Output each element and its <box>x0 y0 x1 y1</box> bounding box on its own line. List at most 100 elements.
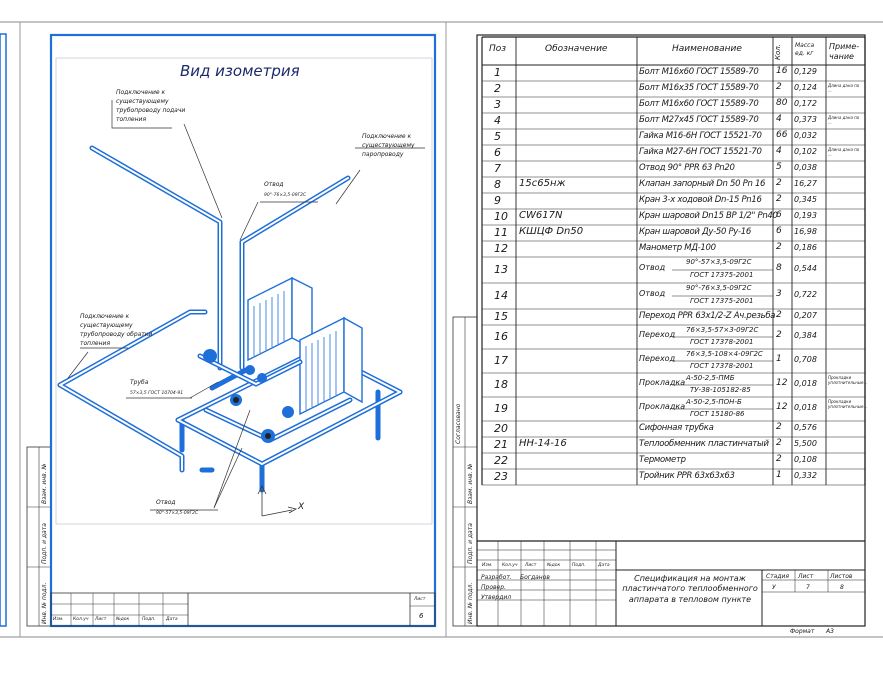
row-qty: 12 <box>776 402 788 412</box>
callout-return: Подключение к существующему трубопроводу… <box>80 313 153 347</box>
row-qty: 8 <box>776 263 782 273</box>
row-name-standard: ГОСТ 17378-2001 <box>690 338 754 346</box>
row-designation: 15с65нж <box>519 178 566 189</box>
tb-sheet-h: Лист <box>798 573 814 580</box>
row-qty: 1 <box>776 470 782 480</box>
row-mass: 0,032 <box>794 131 817 140</box>
row-designation: CW617N <box>519 210 563 221</box>
row-name: Болт М16х60 ГОСТ 15589-70 <box>639 99 759 109</box>
row-pos: 23 <box>494 470 508 483</box>
row-mass: 0,722 <box>794 290 817 299</box>
tb-h-list: Лист <box>525 563 537 568</box>
row-mass: 16,27 <box>794 179 817 188</box>
axis-x-label: X <box>298 502 305 512</box>
row-pos: 11 <box>494 226 508 239</box>
row-name: Переход PPR 63х1/2-Z Ач.резьба <box>639 311 776 321</box>
row-name-standard: ГОСТ 17375-2001 <box>690 271 754 279</box>
isometric-sheet <box>26 33 437 628</box>
row-name-spec: 76×3,5-57×3-09Г2С <box>686 326 759 334</box>
row-qty: 2 <box>776 454 782 464</box>
row-pos: 3 <box>494 98 501 111</box>
row-name-standard: ГОСТ 17378-2001 <box>690 362 754 370</box>
row-pos: 6 <box>494 146 501 159</box>
tb-developer-name: Богданов <box>520 574 550 581</box>
row-mass: 0,018 <box>794 379 817 388</box>
row-mass: 0,186 <box>794 243 817 252</box>
callout-elbow-57-spec: 90°-57×3,5-09Г2С <box>156 511 199 516</box>
tb-h-podp: Подп. <box>572 563 586 568</box>
row-mass: 0,124 <box>794 83 817 92</box>
row-mass: 0,576 <box>794 423 817 432</box>
row-pos: 22 <box>494 454 508 467</box>
callout-pipe-spec: 57×3,5 ГОСТ 10704-91 <box>130 391 184 396</box>
tb-h-kol: Кол.уч <box>502 563 518 568</box>
stamp-left-sign: Подп. и дата <box>41 523 48 564</box>
row-qty: 1 <box>776 354 782 364</box>
row-pos: 8 <box>494 178 501 191</box>
row-name: Кран 3-х ходовой Dn-15 Pn16 <box>639 195 762 205</box>
row-designation: НН-14-16 <box>519 438 567 449</box>
row-pos: 21 <box>494 438 508 451</box>
row-pos: 10 <box>494 210 508 223</box>
row-name: Переход <box>639 354 676 363</box>
row-name-standard: ГОСТ 17375-2001 <box>690 297 754 305</box>
col-header-mass: Масса ед. кг <box>795 42 815 57</box>
row-name: Термометр <box>639 455 686 465</box>
row-name: Сифонная трубка <box>639 423 714 433</box>
row-name: Переход <box>639 330 676 339</box>
row-qty: 4 <box>776 146 782 156</box>
row-name: Тройник PPR 63х63х63 <box>639 471 735 481</box>
row-qty: 5 <box>776 162 782 172</box>
row-name: Болт М16х35 ГОСТ 15589-70 <box>639 83 759 93</box>
tb-stage-v: У <box>772 584 776 591</box>
tb-left-sheet-number: 6 <box>419 612 424 620</box>
row-qty: 6 <box>776 226 782 236</box>
row-pos: 18 <box>494 378 508 391</box>
row-pos: 2 <box>494 82 501 95</box>
tb-sheets-h: Листов <box>830 573 853 580</box>
row-name: Теплообменник пластинчатый <box>639 439 769 449</box>
tb-stage-h: Стадия <box>766 573 790 580</box>
row-pos: 1 <box>494 66 501 79</box>
row-qty: 2 <box>776 310 782 320</box>
col-header-pos: Поз <box>489 44 507 54</box>
col-header-note: Приме-чание <box>829 42 860 61</box>
row-mass: 0,172 <box>794 99 817 108</box>
tb-left-h-kol: Кол.уч <box>73 617 89 622</box>
row-mass: 0,193 <box>794 211 817 220</box>
row-pos: 14 <box>494 289 508 302</box>
row-qty: 4 <box>776 114 782 124</box>
row-pos: 19 <box>494 402 508 415</box>
row-pos: 9 <box>494 194 501 207</box>
stamp-right-replace: Взам. инв. № <box>467 463 474 504</box>
row-name: Клапан запорный Dn 50 Pn 16 <box>639 179 766 189</box>
row-name: Манометр МД-100 <box>639 243 716 253</box>
row-name: Кран шаровой Dn15 BP 1/2" Pn40 <box>639 211 778 221</box>
col-header-qty: Кол. <box>774 44 782 60</box>
row-qty: 12 <box>776 378 788 388</box>
callout-pipe-label: Труба <box>130 379 149 386</box>
row-pos: 5 <box>494 130 501 143</box>
row-mass: 0,102 <box>794 147 817 156</box>
row-pos: 13 <box>494 263 508 276</box>
callout-elbow-76-spec: 90°-76×3,5-09Г2С <box>264 193 307 198</box>
row-pos: 4 <box>494 114 501 127</box>
row-note: Длина дана по ... <box>828 115 860 126</box>
row-pos: 20 <box>494 422 508 435</box>
row-qty: 3 <box>776 289 782 299</box>
row-qty: 16 <box>776 66 788 76</box>
row-name-spec: 76×3,5-108×4-09Г2С <box>686 350 763 358</box>
row-pos: 16 <box>494 330 508 343</box>
tb-left-h-doc: №док <box>116 617 130 622</box>
row-mass: 0,038 <box>794 163 817 172</box>
tb-format-value: А3 <box>826 628 834 635</box>
row-pos: 15 <box>494 310 508 323</box>
row-designation: КШЦФ Dn50 <box>519 226 584 237</box>
row-pos: 7 <box>494 162 501 175</box>
row-qty: 2 <box>776 242 782 252</box>
spec-table-grid <box>481 36 866 486</box>
row-name-spec: 90°-76×3,5-09Г2С <box>686 284 752 292</box>
tb-sheet-v: 7 <box>806 584 810 591</box>
row-qty: 80 <box>776 98 788 108</box>
